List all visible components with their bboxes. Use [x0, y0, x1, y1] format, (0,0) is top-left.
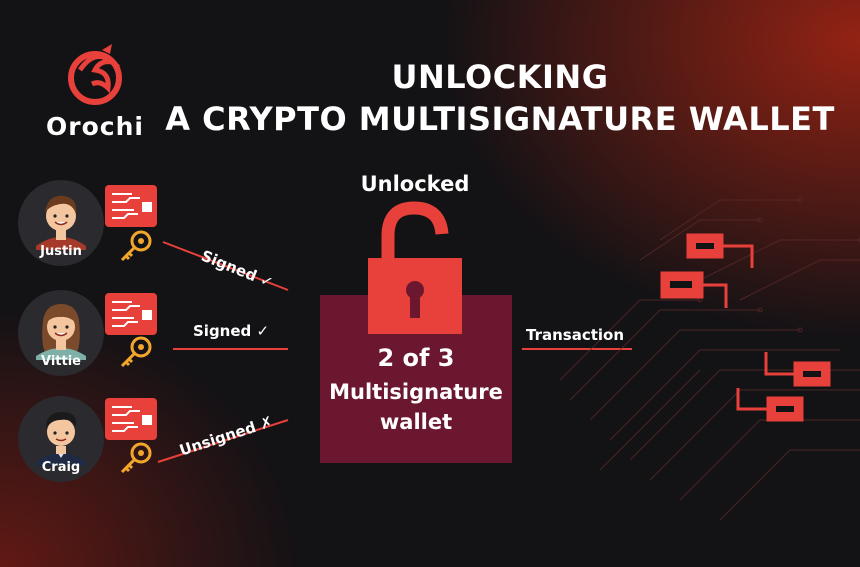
title-line-2: A CRYPTO MULTISIGNATURE WALLET: [165, 100, 835, 138]
wallet-threshold: 2 of 3: [377, 344, 455, 372]
person-avatar-icon: [36, 195, 86, 250]
signer-craig: Craig: [18, 396, 104, 482]
signer-name: Vittie: [41, 354, 81, 369]
signer-justin: Justin: [18, 180, 104, 266]
key-card-icon: [105, 398, 157, 440]
wallet-name-line-1: Multisignature: [329, 380, 503, 404]
person-avatar-icon: [36, 304, 86, 360]
circuit-pattern: [559, 197, 860, 521]
signer-name: Justin: [40, 244, 82, 259]
wallet-name-line-2: wallet: [379, 410, 453, 434]
key-card-icon: [105, 293, 157, 335]
check-icon: ✓: [256, 322, 270, 340]
signer-2-status: Signed ✓: [193, 322, 269, 340]
wallet-status: Unlocked: [360, 172, 470, 196]
signer-3-line: [157, 419, 289, 463]
transaction-label: Transaction: [526, 326, 625, 344]
signer-vittie: Vittie: [18, 290, 104, 376]
dragon-icon: [68, 44, 122, 105]
brand-name: Orochi: [46, 112, 144, 141]
key-card-icon: [105, 185, 157, 227]
orochi-logo: Orochi: [40, 40, 150, 141]
title-line-1: UNLOCKING: [391, 58, 609, 96]
signer-1-line: [162, 241, 289, 291]
unlocked-padlock-icon: [368, 201, 462, 334]
circuit-nodes: [660, 233, 831, 422]
signer-name: Craig: [41, 460, 81, 475]
key-icon: [120, 230, 152, 262]
key-icon: [120, 442, 152, 474]
person-avatar-icon: [36, 412, 86, 466]
key-icon: [120, 336, 152, 368]
status-text: Signed: [193, 322, 252, 340]
